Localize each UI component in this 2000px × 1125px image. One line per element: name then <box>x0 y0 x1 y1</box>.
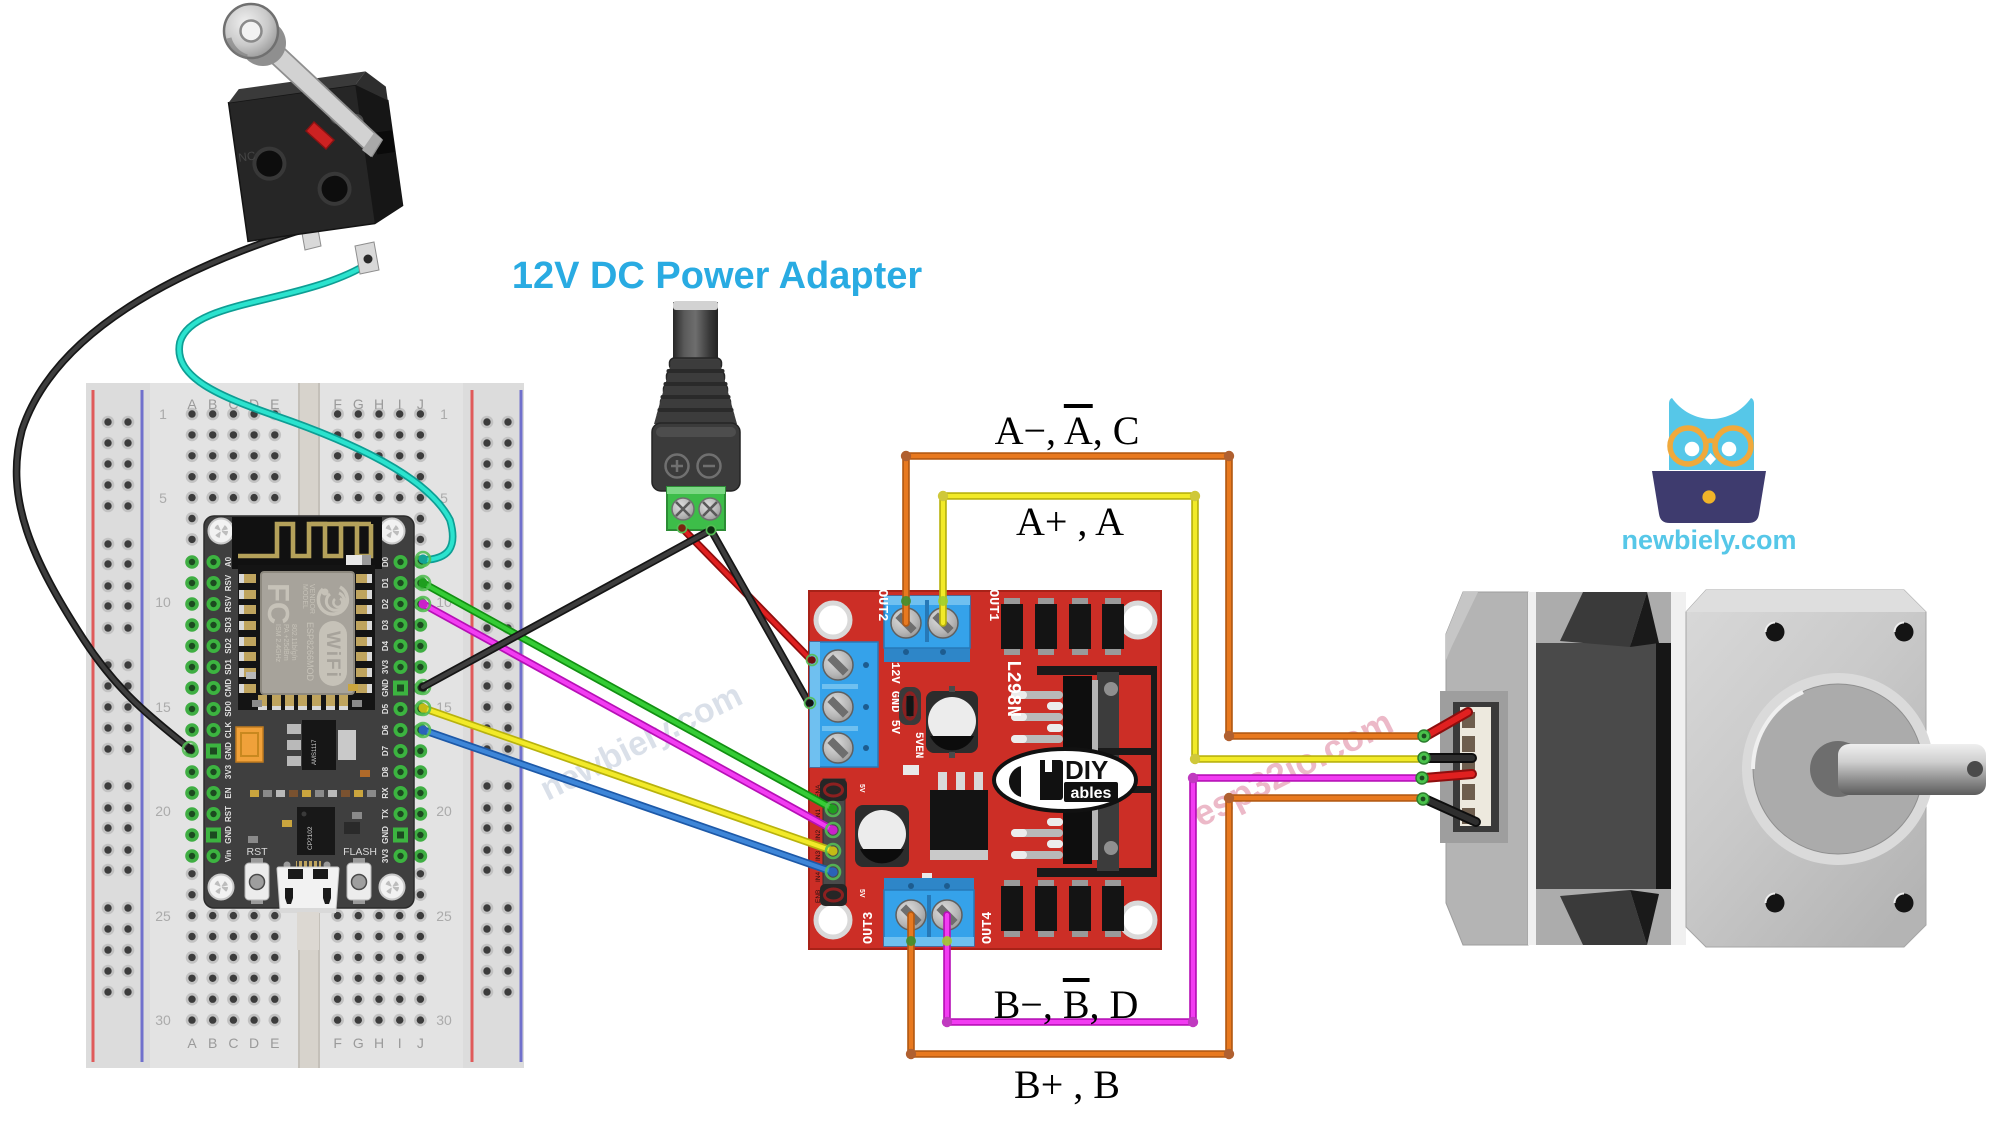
svg-text:G: G <box>353 396 364 412</box>
svg-text:J: J <box>417 1035 424 1051</box>
svg-text:CP2102: CP2102 <box>307 826 314 850</box>
svg-text:IN1: IN1 <box>815 809 822 820</box>
svg-text:ENB: ENB <box>815 890 822 903</box>
svg-text:GND: GND <box>381 826 390 844</box>
svg-text:B−, B, D: B−, B, D <box>994 982 1139 1027</box>
svg-text:GND: GND <box>224 742 233 760</box>
svg-text:C: C <box>228 396 238 412</box>
svg-text:SD3: SD3 <box>224 617 233 633</box>
svg-text:RSV: RSV <box>224 574 233 591</box>
svg-text:GND: GND <box>381 679 390 697</box>
svg-text:IN4: IN4 <box>815 872 822 883</box>
svg-text:G: G <box>353 1035 364 1051</box>
svg-text:B: B <box>208 396 217 412</box>
svg-text:OUT2: OUT2 <box>874 589 889 621</box>
svg-text:VENDOR: VENDOR <box>308 584 315 614</box>
svg-text:802.11b/g/n: 802.11b/g/n <box>290 624 297 661</box>
svg-text:E: E <box>270 1035 279 1051</box>
svg-text:I: I <box>398 1035 402 1051</box>
svg-text:5: 5 <box>440 490 448 506</box>
svg-text:RSV: RSV <box>224 595 233 612</box>
svg-text:newbiely.com: newbiely.com <box>1621 525 1796 555</box>
svg-text:D: D <box>249 1035 259 1051</box>
svg-text:D2: D2 <box>381 598 390 609</box>
svg-text:5V: 5V <box>858 889 865 898</box>
svg-text:3V3: 3V3 <box>381 848 390 863</box>
svg-text:5: 5 <box>159 490 167 506</box>
svg-text:GND: GND <box>224 826 233 844</box>
svg-text:D3: D3 <box>381 619 390 630</box>
svg-text:10: 10 <box>155 594 171 610</box>
svg-text:IN2: IN2 <box>815 830 822 841</box>
svg-text:TX: TX <box>381 808 390 819</box>
svg-text:25: 25 <box>155 908 171 924</box>
svg-text:30: 30 <box>155 1012 171 1028</box>
svg-text:D6: D6 <box>381 724 390 735</box>
svg-text:OUT1: OUT1 <box>985 589 1000 621</box>
svg-text:EN: EN <box>224 787 233 798</box>
svg-text:H: H <box>374 1035 384 1051</box>
svg-text:ables: ables <box>1071 785 1112 802</box>
svg-text:A+ , A: A+ , A <box>1016 499 1124 544</box>
svg-text:12V DC Power Adapter: 12V DC Power Adapter <box>512 255 923 297</box>
svg-text:ENA: ENA <box>815 784 822 798</box>
svg-text:F: F <box>333 396 342 412</box>
svg-text:1: 1 <box>440 406 448 422</box>
svg-text:30: 30 <box>436 1012 452 1028</box>
svg-text:ISM 2.4GHz: ISM 2.4GHz <box>274 624 281 663</box>
svg-text:J: J <box>417 396 424 412</box>
svg-text:RX: RX <box>381 787 390 799</box>
svg-text:RST: RST <box>247 846 269 858</box>
svg-text:CMD: CMD <box>224 679 233 697</box>
svg-text:Vin: Vin <box>224 850 233 862</box>
svg-text:12V GND 5V: 12V GND 5V <box>888 662 902 735</box>
svg-text:MODEL: MODEL <box>301 584 308 609</box>
svg-text:5VEN: 5VEN <box>912 732 924 758</box>
svg-text:1: 1 <box>159 406 167 422</box>
svg-text:SD1: SD1 <box>224 659 233 675</box>
svg-text:L298N: L298N <box>1002 660 1024 717</box>
svg-text:A−, A, C: A−, A, C <box>995 408 1140 453</box>
svg-text:WiFi: WiFi <box>322 631 343 679</box>
svg-text:OUT4: OUT4 <box>981 912 996 944</box>
svg-text:FC: FC <box>261 583 296 624</box>
svg-text:20: 20 <box>155 803 171 819</box>
svg-text:FLASH: FLASH <box>343 846 377 858</box>
svg-text:ESP8266MOD: ESP8266MOD <box>305 622 315 682</box>
svg-text:A: A <box>187 396 197 412</box>
svg-text:25: 25 <box>436 908 452 924</box>
svg-text:D8: D8 <box>381 766 390 777</box>
svg-text:E: E <box>270 396 279 412</box>
svg-text:B+ , B: B+ , B <box>1014 1062 1120 1107</box>
svg-text:H: H <box>374 396 384 412</box>
svg-text:IN3: IN3 <box>815 851 822 862</box>
svg-text:B: B <box>208 1035 217 1051</box>
svg-text:SD2: SD2 <box>224 638 233 654</box>
svg-text:OUT3: OUT3 <box>862 912 877 944</box>
svg-text:AMS1117: AMS1117 <box>312 739 318 765</box>
svg-text:RST: RST <box>224 806 233 822</box>
svg-text:20: 20 <box>436 803 452 819</box>
svg-text:D7: D7 <box>381 745 390 756</box>
svg-text:3V3: 3V3 <box>381 659 390 674</box>
svg-text:A: A <box>187 1035 197 1051</box>
svg-text:PA +25dBm: PA +25dBm <box>282 624 289 661</box>
svg-text:D5: D5 <box>381 703 390 714</box>
svg-text:5V: 5V <box>858 784 865 793</box>
svg-text:D4: D4 <box>381 640 390 651</box>
svg-text:I: I <box>398 396 402 412</box>
svg-text:NC: NC <box>237 149 256 165</box>
svg-text:D1: D1 <box>381 577 390 588</box>
svg-text:CLK: CLK <box>224 722 233 739</box>
svg-text:D0: D0 <box>381 556 390 567</box>
svg-text:A0: A0 <box>224 556 233 567</box>
svg-text:C: C <box>228 1035 238 1051</box>
svg-text:SD0: SD0 <box>224 701 233 717</box>
svg-text:3V3: 3V3 <box>224 764 233 779</box>
svg-text:DIY: DIY <box>1065 755 1108 785</box>
svg-text:F: F <box>333 1035 342 1051</box>
svg-text:15: 15 <box>155 699 171 715</box>
